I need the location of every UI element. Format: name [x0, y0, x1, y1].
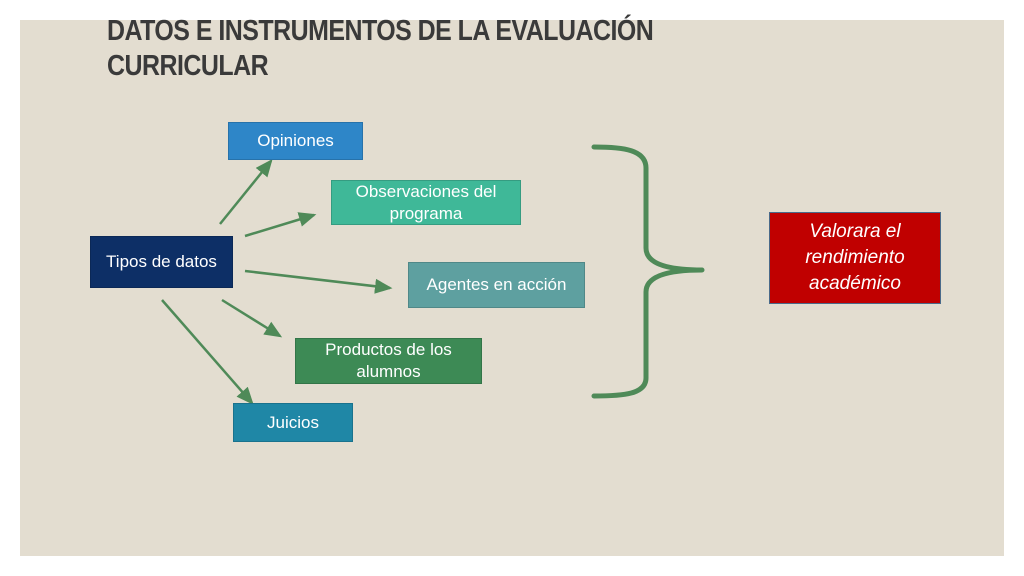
node-juicios-label: Juicios [267, 412, 319, 432]
node-tipos-de-datos-label: Tipos de datos [106, 252, 217, 271]
slide-title-line-2: CURRICULAR [107, 50, 269, 82]
node-opiniones: Opiniones [228, 122, 363, 160]
node-tipos-de-datos: Tipos de datos [90, 236, 233, 288]
node-agentes: Agentes en acción [408, 262, 585, 308]
node-result-label: Valorara el rendimiento académico [805, 221, 905, 294]
node-agentes-label: Agentes en acción [426, 275, 567, 294]
node-observaciones-label: Observaciones del programa [355, 181, 497, 223]
slide-title: DATOS E INSTRUMENTOS DE LA EVALUACIÓN CU… [107, 14, 761, 84]
node-productos: Productos de los alumnos [295, 338, 482, 384]
slide-title-line-1: DATOS E INSTRUMENTOS DE LA EVALUACIÓN [107, 15, 654, 47]
node-opiniones-label: Opiniones [257, 131, 334, 150]
node-productos-label: Productos de los alumnos [325, 340, 452, 381]
node-observaciones: Observaciones del programa [331, 180, 521, 225]
node-result: Valorara el rendimiento académico [769, 212, 941, 304]
node-juicios: Juicios [233, 403, 353, 442]
